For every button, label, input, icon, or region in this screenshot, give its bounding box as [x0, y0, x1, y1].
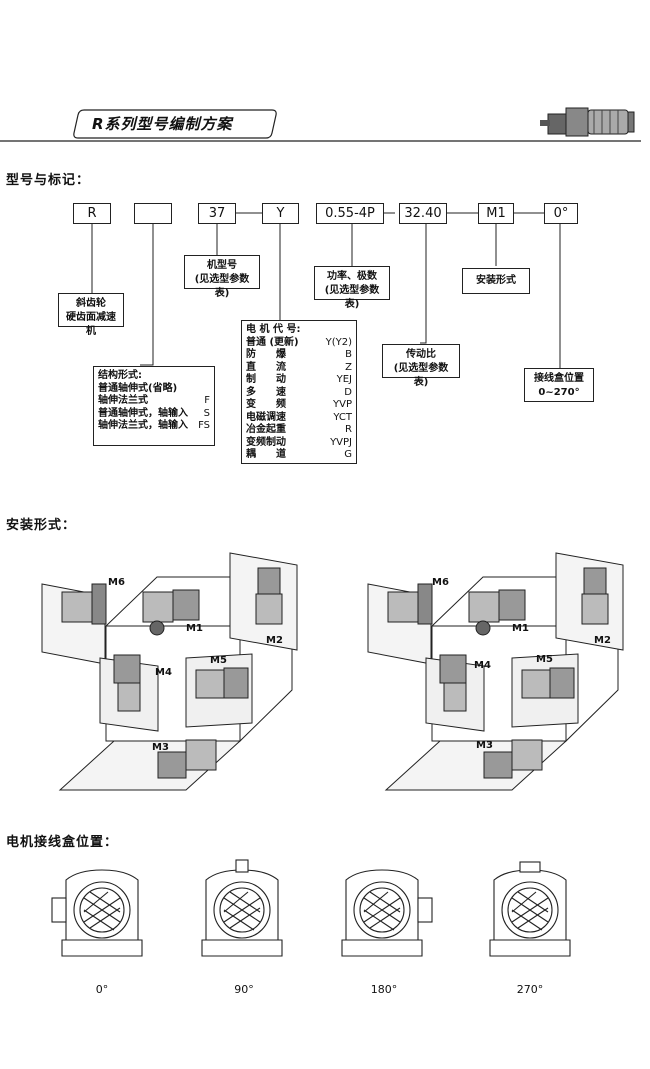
code-box-structure: [134, 203, 172, 224]
note-ratio: 传动比 (见选型参数表): [382, 344, 460, 388]
angle-label-0: 0°: [95, 983, 109, 996]
page-title: R系列型号编制方案: [92, 115, 233, 133]
mount-label-m4: M4: [474, 660, 491, 671]
note-frame: 机型号 (见选型参数表): [184, 255, 260, 299]
code-box-terminal: 0°: [544, 203, 578, 224]
code-box-series: R: [73, 203, 111, 224]
section-mounting: 安装形式：: [6, 518, 77, 533]
code-box-mount: M1: [478, 203, 514, 224]
mount-label-m3: M3: [476, 740, 493, 751]
mounting-diagram-left: [41, 552, 298, 791]
angle-label-270: 270°: [516, 983, 544, 996]
mount-label-m1: M1: [186, 623, 203, 634]
angle-label-180: 180°: [370, 983, 398, 996]
code-box-ratio: 32.40: [399, 203, 447, 224]
terminal-positions: [51, 859, 571, 957]
note-mount: 安装形式: [462, 268, 530, 294]
code-box-power: 0.55-4P: [316, 203, 384, 224]
mount-label-m6: M6: [108, 577, 125, 588]
code-box-frame: 37: [198, 203, 236, 224]
section-terminal: 电机接线盒位置：: [6, 835, 119, 850]
motor-code-row: 普通 (更新)Y(Y2): [246, 336, 352, 348]
mount-label-m1: M1: [512, 623, 529, 634]
code-box-motor: Y: [262, 203, 299, 224]
angle-label-90: 90°: [234, 983, 254, 996]
reducer-icon: [540, 107, 635, 137]
note-power: 功率、极数 (见选型参数表): [314, 266, 390, 310]
mount-label-m3: M3: [152, 742, 169, 753]
mounting-diagram-right: [367, 552, 624, 791]
section-model: 型号与标记：: [6, 173, 91, 188]
note-terminal-box: 接线盒位置 0~270°: [524, 368, 594, 402]
mount-label-m2: M2: [594, 635, 611, 646]
note-helical: 斜齿轮 硬齿面减速机: [58, 293, 124, 337]
mount-label-m6: M6: [432, 577, 449, 588]
structure-row: 普通轴伸式(省略): [98, 382, 178, 394]
mount-label-m4: M4: [155, 667, 172, 678]
mount-label-m5: M5: [536, 654, 553, 665]
mount-label-m2: M2: [266, 635, 283, 646]
mount-label-m5: M5: [210, 655, 227, 666]
